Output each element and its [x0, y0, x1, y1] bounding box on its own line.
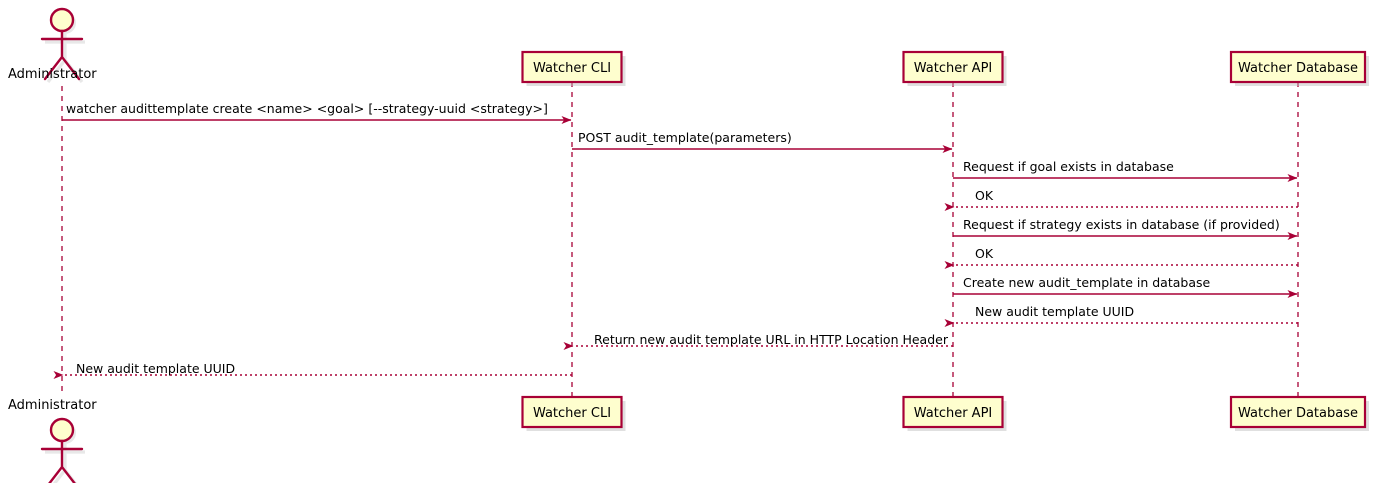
participant-boxes-group: Watcher CLI Watcher CLI Watcher API Watcher…	[521, 50, 1369, 431]
message-9: New audit template UUID	[53, 361, 572, 379]
message-label-0: watcher audittemplate create <name> <goa…	[66, 101, 548, 116]
actor-figure-administrator	[40, 417, 85, 483]
participant-box-watcher-cli[interactable]: Watcher CLI	[521, 50, 626, 86]
actor-label-administrator: Administrator	[8, 398, 97, 413]
message-label-8: Return new audit template URL in HTTP Lo…	[594, 332, 949, 347]
message-0: watcher audittemplate create <name> <goa…	[62, 101, 572, 124]
messages-group: watcher audittemplate create <name> <goa…	[53, 101, 1298, 379]
message-label-9: New audit template UUID	[76, 361, 235, 376]
message-6: Create new audit_template in database	[953, 275, 1298, 298]
participant-label-watcher-database: Watcher Database	[1238, 406, 1358, 421]
participant-box-watcher-api[interactable]: Watcher API	[902, 50, 1007, 86]
message-label-2: Request if goal exists in database	[963, 159, 1174, 174]
message-label-5: OK	[975, 246, 994, 261]
participant-label-watcher-cli: Watcher CLI	[533, 406, 611, 421]
participant-label-watcher-api: Watcher API	[914, 61, 993, 76]
message-label-3: OK	[975, 188, 994, 203]
actor-figure-administrator	[40, 7, 85, 83]
message-4: Request if strategy exists in database (…	[953, 217, 1298, 240]
participant-label-watcher-cli: Watcher CLI	[533, 61, 611, 76]
actor-label-administrator: Administrator	[8, 67, 97, 82]
participant-box-watcher-database[interactable]: Watcher Database	[1229, 395, 1369, 431]
message-1: POST audit_template(parameters)	[572, 130, 953, 153]
message-label-4: Request if strategy exists in database (…	[963, 217, 1280, 232]
message-8: Return new audit template URL in HTTP Lo…	[563, 332, 953, 350]
message-7: New audit template UUID	[944, 304, 1298, 327]
participant-box-watcher-cli[interactable]: Watcher CLI	[521, 395, 626, 431]
participant-label-watcher-database: Watcher Database	[1238, 61, 1358, 76]
participant-label-watcher-api: Watcher API	[914, 406, 993, 421]
participant-box-watcher-api[interactable]: Watcher API	[902, 395, 1007, 431]
message-2: Request if goal exists in database	[953, 159, 1298, 182]
message-label-6: Create new audit_template in database	[963, 275, 1210, 290]
message-5: OK	[944, 246, 1298, 269]
message-label-1: POST audit_template(parameters)	[578, 130, 792, 145]
message-3: OK	[944, 188, 1298, 211]
message-label-7: New audit template UUID	[975, 304, 1134, 319]
participant-box-watcher-database[interactable]: Watcher Database	[1229, 50, 1369, 86]
